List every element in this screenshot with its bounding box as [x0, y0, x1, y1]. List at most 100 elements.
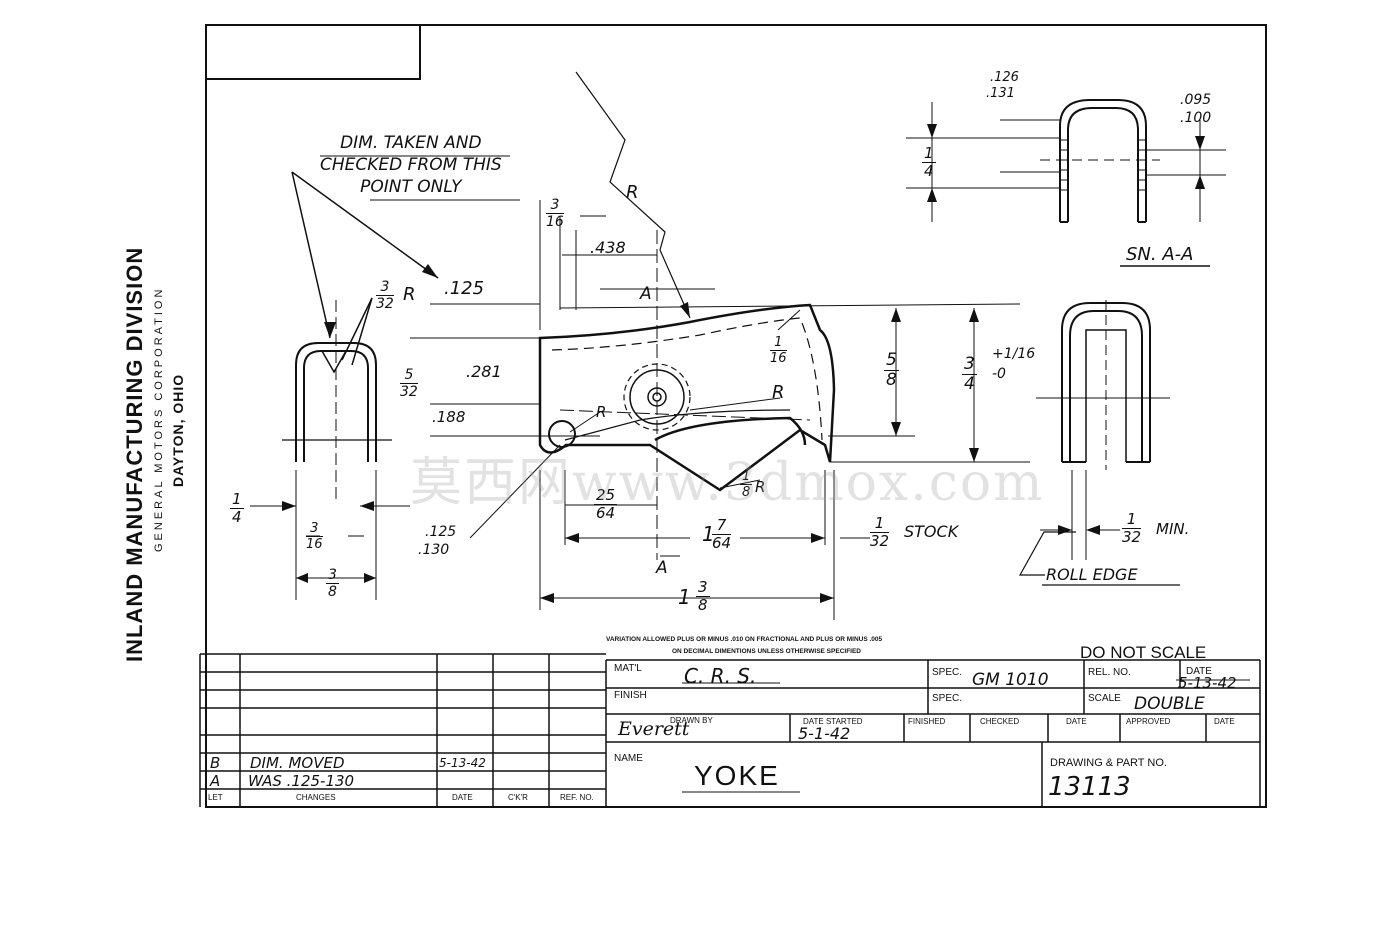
rel-no-label: REL. NO.: [1088, 667, 1131, 678]
radius-label-1: R: [626, 182, 639, 203]
matl-label: MAT'L: [614, 663, 642, 674]
frac-den: 64: [596, 504, 616, 522]
finished-label: FINISHED: [908, 717, 946, 726]
frac-1-4-section: 1 4: [922, 146, 936, 179]
frac-1-32-stock: 1 32: [870, 516, 890, 550]
section-a-a: [906, 99, 1226, 267]
drawn-by-signature: Everett: [618, 718, 690, 740]
frac-1-8-radius: 1 8: [740, 469, 753, 500]
radius-label-4: R: [772, 382, 785, 403]
dim-130: .130: [418, 542, 450, 558]
spec2-label: SPEC.: [932, 693, 963, 704]
frac-1-16-radius: 1 16: [770, 336, 787, 365]
dim-126: .126: [990, 70, 1019, 85]
frac-3-8-overall: 3 8: [696, 580, 710, 613]
frac-den: 4: [964, 374, 975, 394]
frac-num: 1: [1122, 512, 1142, 529]
frac-den: 16: [306, 537, 323, 552]
finish-label: FINISH: [614, 690, 647, 701]
frac-num: 3: [696, 578, 710, 597]
dim-281: .281: [466, 362, 502, 381]
watermark: 莫西网www.3dmox.com: [410, 453, 1045, 513]
drawing-no-value: 13113: [1048, 772, 1131, 802]
frac-den: 4: [232, 508, 242, 526]
frac-den: 32: [1122, 528, 1142, 546]
change-row-a-letter: A: [210, 772, 221, 790]
frac-num: 3: [962, 354, 977, 375]
checked-label: CHECKED: [980, 717, 1020, 726]
dim-100: .100: [1180, 110, 1212, 126]
radius-label-3: R: [596, 403, 607, 421]
frac-den: 8: [742, 485, 751, 500]
changes-header-ref: REF. NO.: [560, 793, 594, 802]
frac-den: 8: [328, 584, 337, 600]
radius-label-2: R: [403, 284, 416, 305]
main-dimension-lines: [410, 71, 1030, 620]
radius-label-5: R: [755, 478, 766, 496]
stock-label: STOCK: [904, 522, 959, 541]
frac-num: 7: [712, 518, 732, 535]
frac-den: 8: [698, 596, 708, 614]
frac-num: 3: [546, 198, 564, 214]
drawing-border: [205, 24, 1267, 808]
section-mark-a-top: A: [640, 284, 652, 304]
change-row-b-date: 5-13-42: [439, 756, 486, 770]
frac-3-8-left: 3 8: [326, 568, 339, 599]
frac-num: 3: [306, 522, 323, 537]
frac-den: 32: [870, 532, 890, 550]
dim-taken-line-3: POINT ONLY: [360, 177, 462, 197]
frac-7-64: 7 64: [712, 518, 732, 551]
frac-25-64: 25 64: [594, 488, 618, 522]
approved-label: APPROVED: [1126, 717, 1171, 726]
roll-edge-label: ROLL EDGE: [1046, 565, 1138, 584]
frac-den: 8: [886, 370, 897, 390]
location: DAYTON, OHIO: [170, 373, 186, 487]
changes-header-ckr: C'K'R: [508, 793, 528, 802]
frac-5-32: 5 32: [400, 368, 418, 399]
arrowheads: [282, 124, 1205, 603]
frac-den: 32: [400, 384, 418, 400]
frac-3-16-bottom: 3 16: [306, 522, 323, 551]
corporation-name: GENERAL MOTORS CORPORATION: [153, 286, 165, 552]
dim-taken-line-1: DIM. TAKEN AND: [340, 133, 482, 153]
drawn-by-label: DRAWN BY: [670, 716, 713, 725]
frac-num: 5: [884, 350, 899, 371]
frac-num: 1: [740, 469, 753, 485]
date3-label: DATE: [1214, 717, 1235, 726]
frac-3-32-radius: 3 32: [376, 280, 394, 311]
frac-den: 32: [376, 296, 394, 312]
change-row-b-letter: B: [210, 754, 221, 772]
dim-438: .438: [590, 238, 626, 257]
dim-131: .131: [986, 86, 1015, 101]
min-label: MIN.: [1156, 520, 1190, 538]
part-name: YOKE: [694, 760, 780, 791]
frac-3-16-top: 3 16: [546, 198, 564, 229]
dim-095: .095: [1180, 92, 1212, 108]
revision-box: [205, 24, 421, 80]
frac-den: 16: [770, 351, 787, 366]
spec-label: SPEC.: [932, 667, 963, 678]
frac-3-4: 3 4: [962, 356, 977, 393]
change-row-b-desc: DIM. MOVED: [250, 754, 345, 772]
frac-num: 3: [376, 280, 394, 296]
date2-label: DATE: [1066, 717, 1087, 726]
variation-note: VARIATION ALLOWED PLUS OR MINUS .010 ON …: [606, 636, 883, 643]
changes-header-changes: CHANGES: [296, 793, 336, 802]
variation-note-2: ON DECIMAL DIMENTIONS UNLESS OTHERWISE S…: [672, 648, 861, 655]
tolerance-minus: -0: [992, 366, 1006, 382]
date-started-label: DATE STARTED: [803, 717, 863, 726]
change-row-a-desc: WAS .125-130: [248, 772, 355, 790]
roll-edge-view: [1018, 300, 1180, 586]
whole-one-b: 1: [678, 585, 691, 609]
date-label: DATE: [1186, 666, 1212, 677]
dim-taken-line-2: CHECKED FROM THIS: [320, 155, 502, 175]
division-title: INLAND MANUFACTURING DIVISION: [122, 246, 147, 662]
do-not-scale: DO NOT SCALE: [1080, 643, 1207, 662]
changes-header-date: DATE: [452, 793, 473, 802]
date-started-value: 5-1-42: [798, 724, 851, 743]
section-label: SN. A-A: [1126, 244, 1194, 265]
whole-one-a: 1: [702, 522, 715, 546]
drawing-no-label: DRAWING & PART NO.: [1050, 757, 1167, 769]
frac-1-32-min: 1 32: [1122, 512, 1142, 546]
